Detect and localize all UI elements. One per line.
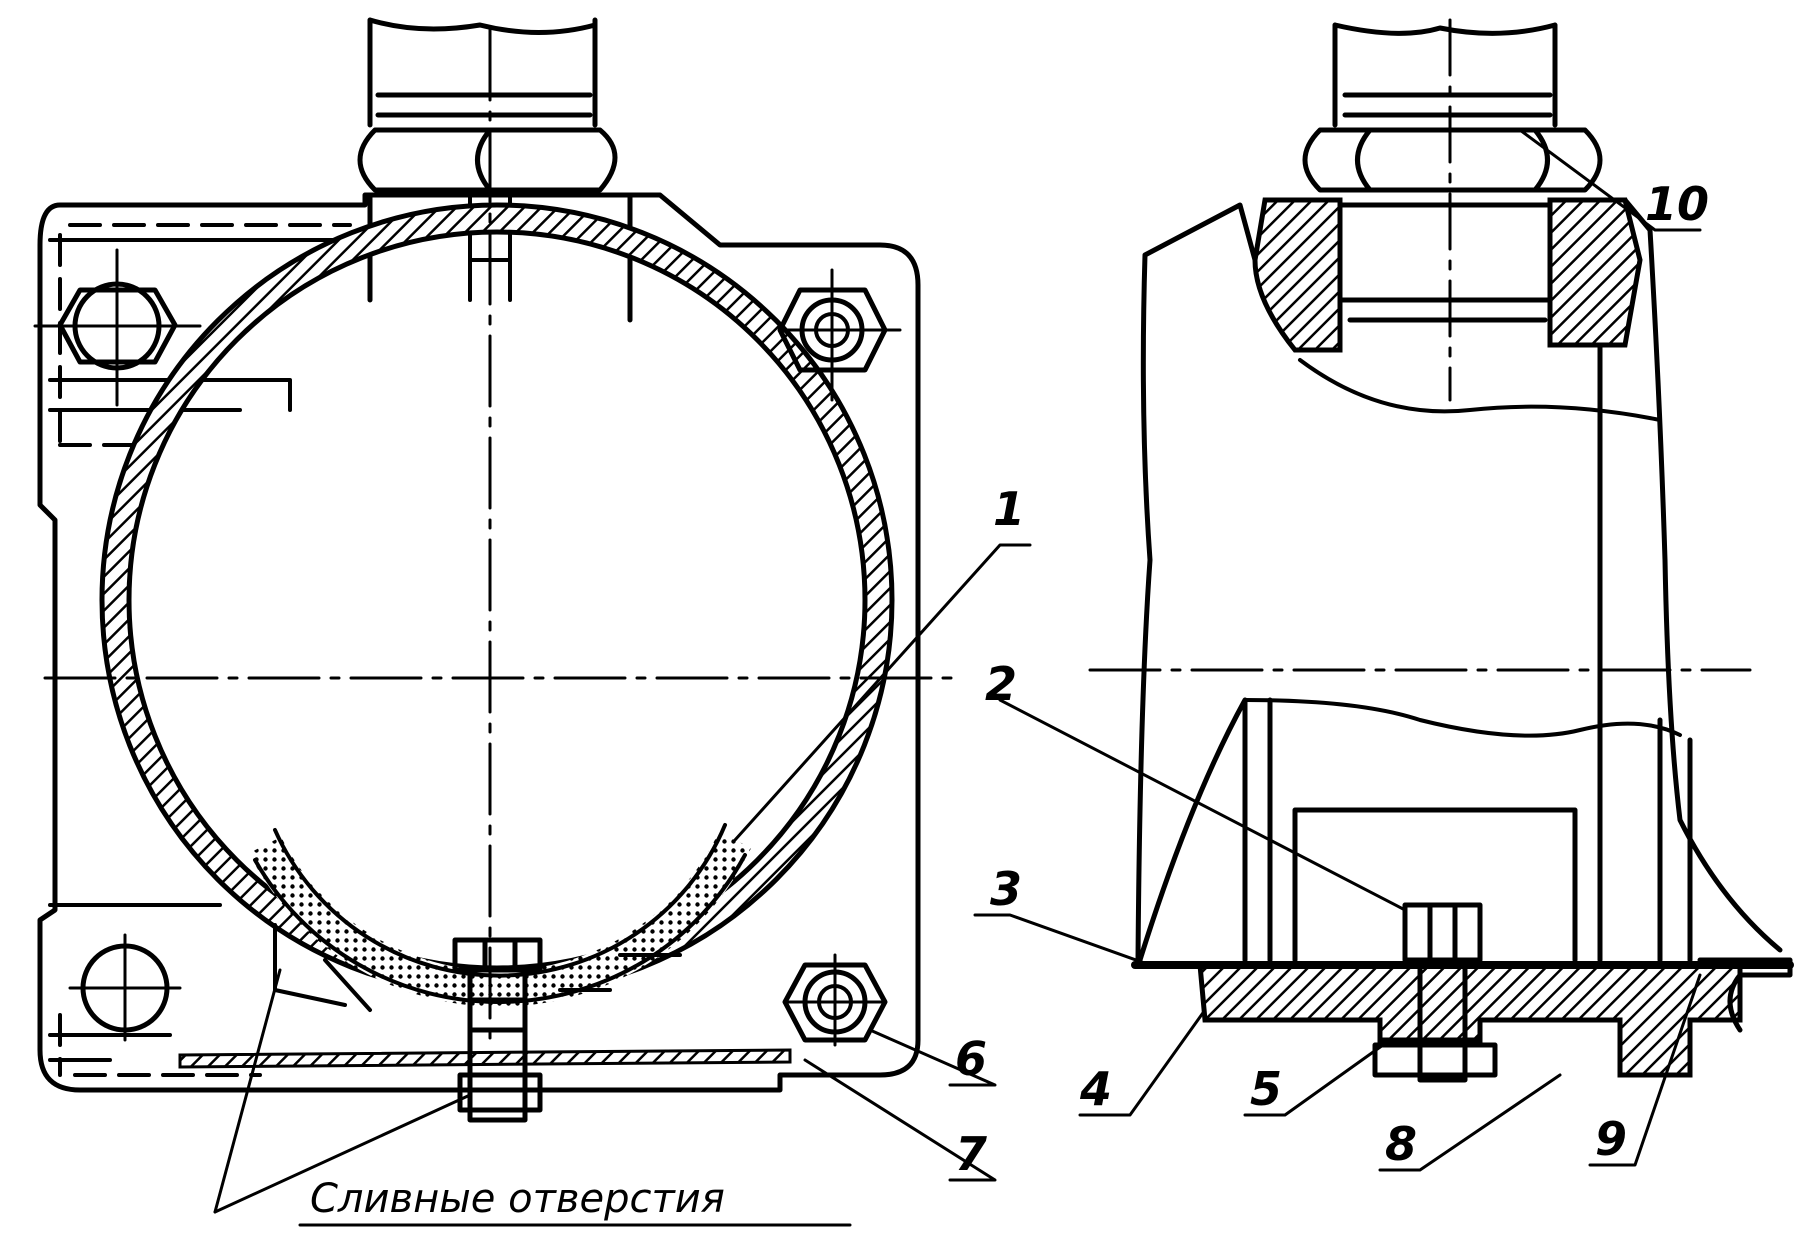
side-view	[1088, 18, 1794, 1083]
side-bushing-right	[1547, 197, 1643, 348]
label-7: 7	[955, 1127, 987, 1181]
bottom-bolt-head	[452, 937, 543, 973]
side-bushing-inner	[1337, 202, 1553, 323]
label-6: 6	[955, 1032, 987, 1086]
bolt-bottom-right	[782, 953, 888, 1047]
label-10: 10	[1645, 177, 1709, 231]
side-top-stem	[1332, 22, 1558, 128]
side-lower-walls	[1137, 697, 1693, 963]
label-1: 1	[993, 482, 1025, 536]
side-bushing-left	[1252, 197, 1343, 353]
side-break-line-top	[1298, 358, 1662, 422]
side-top-nut	[1302, 127, 1603, 193]
leader-1	[733, 543, 1032, 842]
label-9: 9	[1595, 1112, 1627, 1166]
pipe-wall-ring	[102, 205, 892, 995]
leader-6	[868, 1028, 997, 1087]
bottom-bolt-shank	[467, 967, 528, 1123]
label-8: 8	[1385, 1117, 1417, 1171]
housing-outline	[37, 192, 921, 1093]
front-view	[33, 17, 957, 1123]
pipe-inner-edge	[126, 229, 868, 971]
bottom-hatched-strip	[178, 1048, 792, 1069]
label-5: 5	[1250, 1062, 1282, 1116]
drain-holes-caption: Сливные отверстия	[310, 1176, 725, 1222]
leader-lines	[213, 128, 1702, 1227]
top-stem	[367, 17, 598, 128]
leader-5	[1243, 1038, 1392, 1117]
side-body-right-edge	[1622, 197, 1783, 953]
side-base-right-flange	[1697, 957, 1793, 1033]
hidden-lines-bottom	[58, 1013, 262, 1077]
leader-2	[998, 698, 1407, 912]
side-base-plate	[1197, 962, 1743, 1078]
leader-caption-a	[213, 968, 282, 1214]
side-lower-break	[1243, 698, 1682, 738]
leader-4	[1078, 1008, 1207, 1117]
neck-bolt	[468, 193, 512, 302]
label-3: 3	[990, 862, 1022, 916]
leader-8	[1378, 1073, 1562, 1172]
side-inner-box	[1292, 807, 1578, 963]
bolt-top-right	[777, 268, 902, 402]
leader-10	[1518, 128, 1702, 232]
leader-3	[973, 913, 1152, 967]
side-body-left-edge	[1135, 202, 1258, 963]
leader-caption-b	[213, 1093, 472, 1214]
leader-7	[803, 1058, 997, 1182]
bolt-bottom-left	[68, 933, 182, 1042]
leader-9	[1588, 973, 1702, 1167]
part-labels: 1 2 3 4 5 6 7 8 9 10 Сливные отверстия	[310, 177, 1709, 1222]
bolt-top-left	[33, 248, 202, 407]
housing-step-top	[48, 238, 352, 412]
housing-step-bottom	[48, 903, 222, 1062]
filter-insert-arc	[248, 832, 752, 1007]
top-nut	[357, 127, 618, 193]
side-center-bolt	[1372, 902, 1498, 1083]
label-2: 2	[985, 657, 1017, 711]
label-4: 4	[1079, 1062, 1112, 1116]
